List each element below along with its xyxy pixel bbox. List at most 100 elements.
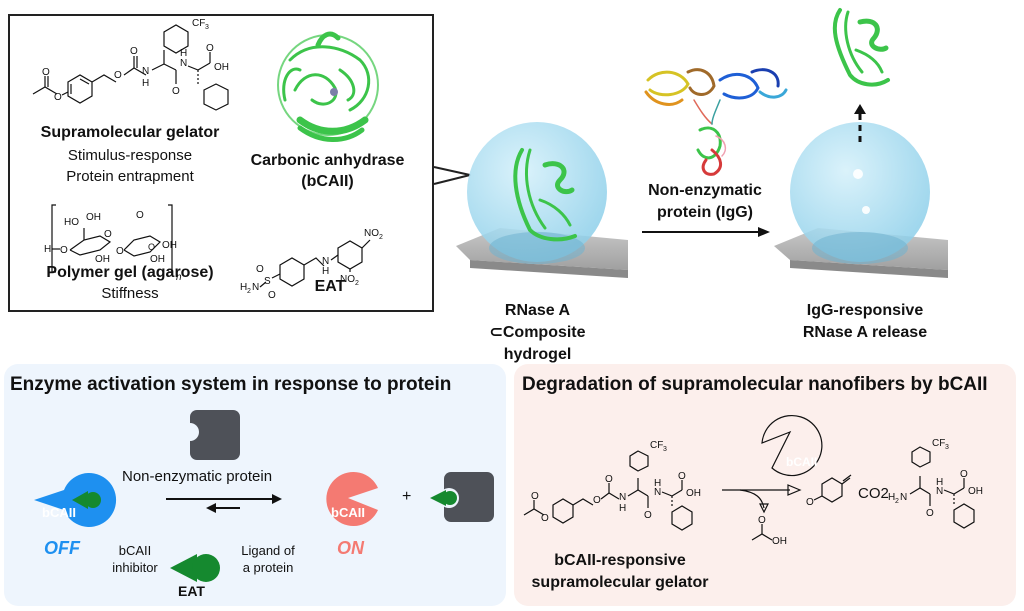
- svg-text:N: N: [900, 492, 907, 503]
- enzyme-off-label: bCAII: [42, 505, 76, 520]
- enzyme-bcaii-label: bCAII: [786, 455, 818, 469]
- caption-line: Non-enzymatic: [648, 182, 762, 199]
- svg-text:OH: OH: [686, 488, 701, 499]
- svg-text:O: O: [114, 70, 122, 81]
- degradation-title: Degradation of supramolecular nanofibers…: [522, 374, 988, 395]
- ligand-description: Ligand of a protein: [228, 542, 308, 576]
- inhibitor-description: bCAII inhibitor: [100, 542, 170, 576]
- svg-text:N: N: [654, 487, 661, 498]
- svg-text:O: O: [531, 491, 539, 502]
- eat-ligand-icon: [170, 554, 220, 582]
- enzyme-name: Carbonic anhydrase: [250, 152, 405, 169]
- svg-text:3: 3: [945, 444, 949, 451]
- svg-text:2: 2: [355, 280, 359, 287]
- svg-text:O: O: [926, 508, 934, 519]
- svg-text:H: H: [240, 282, 247, 293]
- svg-text:OH: OH: [214, 62, 229, 73]
- svg-text:O: O: [136, 210, 144, 221]
- gelator-property: Protein entrapment: [66, 168, 194, 185]
- svg-text:O: O: [644, 510, 652, 521]
- svg-text:N: N: [252, 282, 259, 293]
- svg-text:N: N: [619, 492, 626, 503]
- description-line: bCAII: [118, 543, 152, 558]
- svg-text:N: N: [322, 256, 329, 267]
- svg-text:N: N: [936, 486, 943, 497]
- gelator-caption: bCAII-responsive supramolecular gelator: [530, 550, 710, 594]
- svg-text:CF: CF: [932, 438, 945, 449]
- svg-text:O: O: [541, 513, 549, 524]
- svg-text:O: O: [268, 290, 276, 301]
- hydrogel-right: [774, 122, 948, 278]
- svg-text:NO: NO: [340, 274, 355, 285]
- caption-line: ⊂Composite hydrogel: [489, 324, 586, 363]
- svg-text:H: H: [654, 478, 661, 489]
- svg-text:H: H: [180, 48, 187, 59]
- svg-text:N: N: [142, 66, 149, 77]
- svg-text:3: 3: [663, 446, 667, 453]
- svg-text:O: O: [116, 246, 124, 257]
- svg-text:S: S: [264, 276, 271, 287]
- svg-text:O: O: [758, 515, 766, 526]
- svg-text:O: O: [806, 497, 814, 508]
- svg-text:H: H: [619, 503, 626, 514]
- ligand-icon: [72, 491, 101, 509]
- svg-text:OH: OH: [95, 254, 110, 265]
- svg-text:O: O: [148, 242, 155, 252]
- co2-label: CO2: [858, 485, 889, 502]
- svg-text:n: n: [176, 272, 182, 283]
- arrow-head: [758, 227, 770, 237]
- svg-text:2: 2: [379, 234, 383, 241]
- svg-text:O: O: [172, 86, 180, 97]
- caption-line: supramolecular gelator: [531, 574, 709, 591]
- svg-text:HO: HO: [64, 217, 79, 228]
- enzyme-activation-title: Enzyme activation system in response to …: [10, 374, 452, 395]
- svg-text:OH: OH: [968, 486, 983, 497]
- plus-sign: +: [402, 488, 412, 505]
- svg-text:OH: OH: [772, 536, 787, 547]
- gelator-properties: Stimulus-response Protein entrapment: [20, 145, 240, 187]
- protein-box-icon: [181, 410, 240, 460]
- enzyme-on-icon: [326, 472, 378, 526]
- enzyme-title: Carbonic anhydrase (bCAII): [235, 150, 420, 192]
- svg-text:H: H: [44, 244, 51, 255]
- hydrogel-left: [456, 122, 628, 278]
- svg-text:O: O: [54, 92, 62, 103]
- caption-line: IgG-responsive: [806, 302, 924, 319]
- igg-antibody-icon: [644, 68, 788, 176]
- svg-text:H: H: [322, 266, 329, 277]
- eat-title: EAT: [314, 278, 346, 295]
- stimulus-caption: Non-enzymatic protein (IgG): [630, 180, 780, 224]
- svg-text:H: H: [936, 477, 943, 488]
- protein-label: Non-enzymatic protein: [122, 468, 273, 485]
- polymer-title: Polymer gel (agarose): [46, 264, 214, 281]
- release-caption: IgG-responsive RNase A release: [790, 300, 940, 344]
- svg-text:OH: OH: [162, 240, 177, 251]
- svg-text:CF: CF: [192, 18, 205, 29]
- enzyme-on-label: bCAII: [331, 505, 365, 520]
- description-line: a protein: [242, 560, 294, 575]
- svg-text:O: O: [104, 229, 112, 240]
- svg-text:2: 2: [247, 288, 251, 295]
- svg-text:O: O: [130, 46, 138, 57]
- svg-text:O: O: [206, 43, 214, 54]
- svg-text:2: 2: [895, 498, 899, 505]
- caption-line: RNase A release: [802, 324, 928, 341]
- description-line: Ligand of: [241, 543, 295, 558]
- on-state-label: ON: [337, 538, 364, 558]
- gelator-title: Supramolecular gelator: [40, 124, 220, 141]
- svg-text:O: O: [678, 471, 686, 482]
- svg-text:O: O: [42, 67, 50, 78]
- svg-text:3: 3: [205, 24, 209, 31]
- svg-text:O: O: [593, 495, 601, 506]
- rnase-hydrogel-caption: RNase A ⊂Composite hydrogel: [460, 300, 615, 366]
- enzyme-abbrev: (bCAII): [301, 173, 354, 190]
- svg-text:NO: NO: [364, 228, 379, 239]
- degradation-panel: [514, 364, 1016, 606]
- off-state-label: OFF: [44, 538, 80, 558]
